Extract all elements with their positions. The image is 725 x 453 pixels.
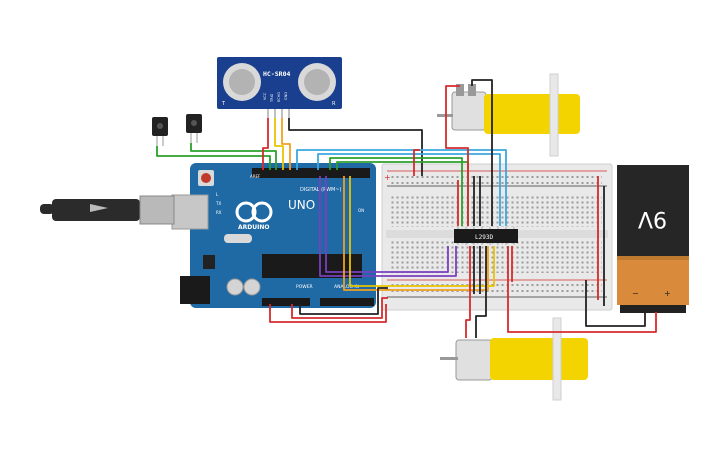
arduino-model: UNO (288, 198, 315, 212)
l-led-label: L (216, 192, 219, 197)
wire-battery-pos (507, 246, 657, 333)
l293d-driver-chip: L293D (454, 227, 518, 245)
sensor-pin-echo: ECHO (277, 92, 281, 102)
aref-label: AREF (250, 174, 261, 179)
wire-vin (269, 304, 387, 323)
battery-voltage-label: 9V (638, 206, 667, 231)
wire-orange-1 (343, 176, 489, 291)
sensor-pin-gnd: GND (284, 92, 288, 100)
wire-rail-plus (413, 149, 420, 176)
sensor-pin-vcc: VCC (263, 92, 267, 100)
sensor-t-label: T (221, 101, 226, 107)
ir-sensor-left (152, 117, 168, 146)
battery-plus-label: + (664, 289, 671, 298)
ultrasonic-sensor: HC-SR04 T R VCC TRIG ECHO GND (217, 57, 342, 118)
wire-sensor-trig (274, 118, 284, 170)
wire-motor-bot-black (475, 246, 487, 338)
wire-ir-right (190, 143, 277, 170)
wire-5v (291, 297, 388, 319)
wire-digital-blue-1 (296, 149, 507, 226)
wire-motor-bot-red (465, 246, 471, 338)
power-pins-label: POWER (296, 284, 313, 290)
arduino-brand: ARDUINO (238, 224, 269, 231)
sensor-model-label: HC-SR04 (263, 70, 290, 78)
analog-pins-label: ANALOG IN (334, 284, 359, 290)
sensor-r-label: R (332, 101, 336, 107)
wire-motor-top-red (445, 85, 469, 226)
dc-motor-bottom (440, 317, 588, 401)
wire-ir-left (156, 146, 271, 170)
wires (156, 79, 657, 338)
wire-sensor-echo (281, 118, 291, 170)
arduino-uno-board: DIGITAL (PWM~) AREF ARDUINO UNO TX RX L … (171, 163, 376, 308)
rx-label: RX (216, 210, 222, 215)
wire-digital-green (329, 157, 463, 226)
wire-motor-top-black (471, 79, 493, 226)
wire-battery-neg (585, 280, 646, 327)
chip-label: L293D (475, 234, 493, 241)
battery-minus-label: − (632, 289, 639, 298)
wire-sensor-vcc (262, 118, 269, 170)
wire-purple-1 (319, 176, 457, 277)
usb-cable (40, 195, 175, 225)
wire-digital-blue-2 (317, 153, 501, 226)
wire-gnd (299, 287, 388, 315)
wire-yellow-1 (349, 176, 495, 287)
breadboard-plus-label: + (384, 173, 391, 182)
battery-9v: 9V − + (617, 165, 689, 313)
on-led-label: ON (358, 208, 364, 213)
wire-purple-2 (325, 176, 449, 273)
reset-button (201, 173, 211, 183)
ir-sensor-right (186, 114, 202, 143)
dc-motor-top (437, 73, 580, 157)
sensor-pin-trig: TRIG (270, 93, 274, 103)
tx-label: TX (215, 201, 221, 206)
wire-sensor-gnd (288, 118, 423, 176)
